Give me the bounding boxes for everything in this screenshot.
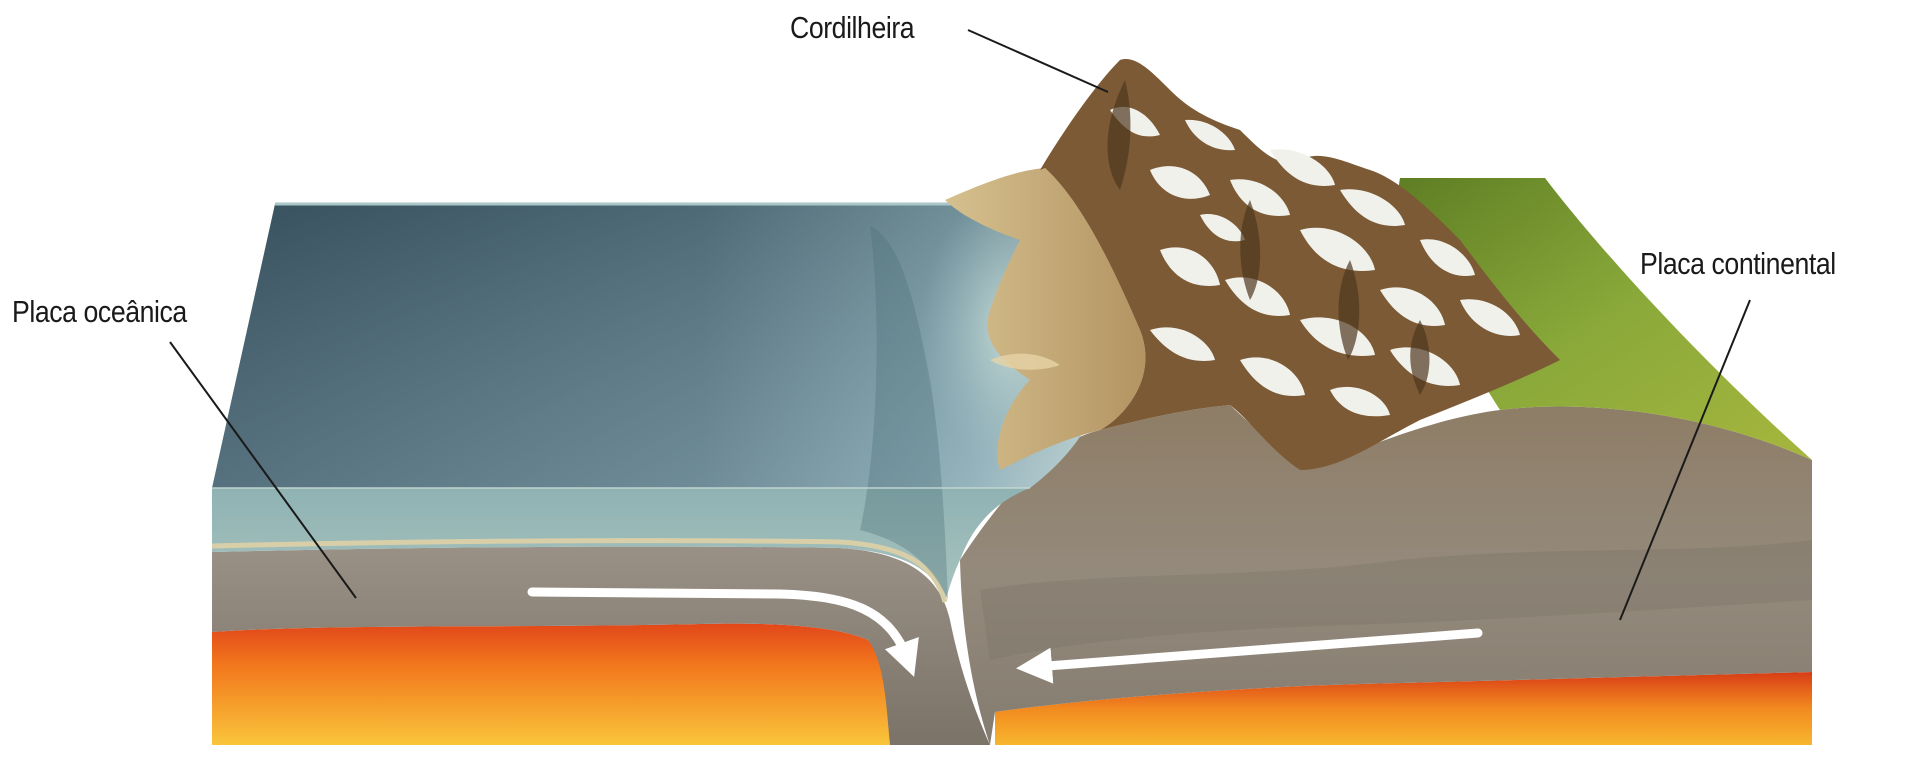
seafloor-line: [211, 538, 948, 603]
ocean-side: [212, 488, 1030, 602]
label-placa-oceanica: Placa oceânica: [12, 294, 187, 329]
rock-shadows: [1107, 80, 1430, 395]
magma-left: [212, 623, 890, 745]
label-placa-continental: Placa continental: [1640, 246, 1836, 281]
arrow-continental-push: [1016, 628, 1483, 684]
label-cordilheira: Cordilheira: [790, 10, 915, 45]
coastal-foothills: [945, 168, 1146, 470]
trench: [860, 226, 948, 600]
magma-right: [995, 672, 1812, 745]
leader-placa-oceanica: [169, 341, 357, 599]
continental-plateau: [1398, 178, 1812, 460]
leader-cordilheira: [967, 29, 1109, 93]
continental-crust-texture: [980, 540, 1812, 660]
leader-placa-continental: [1619, 299, 1751, 621]
arrow-oceanic-subduction: [527, 587, 919, 677]
